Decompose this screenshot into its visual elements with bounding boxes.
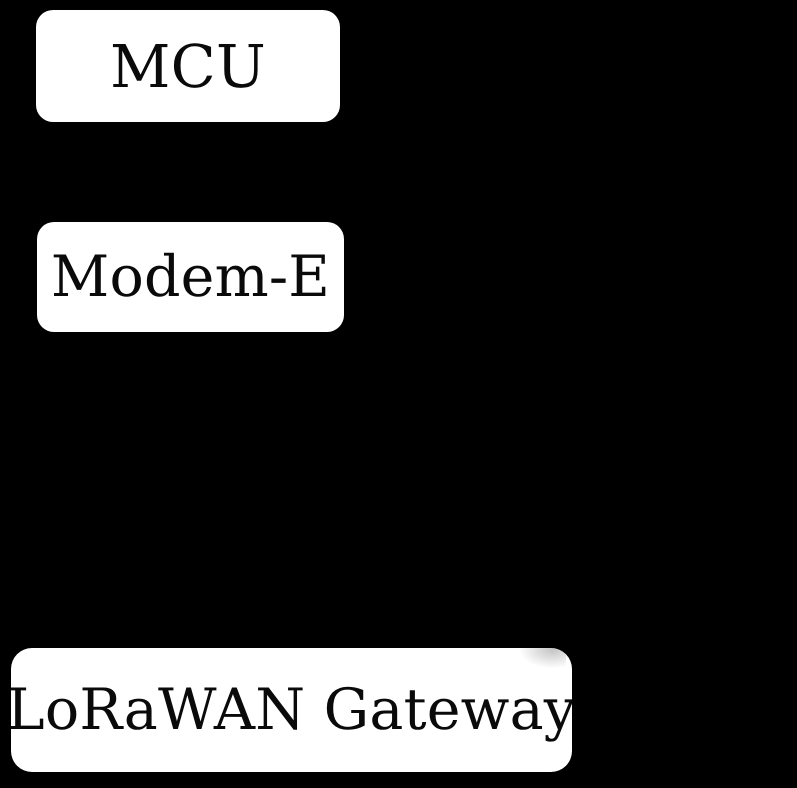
node-mcu[interactable]: MCU (36, 10, 340, 122)
node-modem-e[interactable]: Modem-E (37, 222, 344, 332)
node-lorawan-gateway-label: LoRaWAN Gateway (11, 676, 572, 743)
node-mcu-label: MCU (110, 31, 266, 101)
node-modem-e-label: Modem-E (50, 243, 331, 310)
node-lorawan-gateway[interactable]: LoRaWAN Gateway (11, 648, 572, 772)
gateway-corner-artifact (520, 648, 566, 668)
